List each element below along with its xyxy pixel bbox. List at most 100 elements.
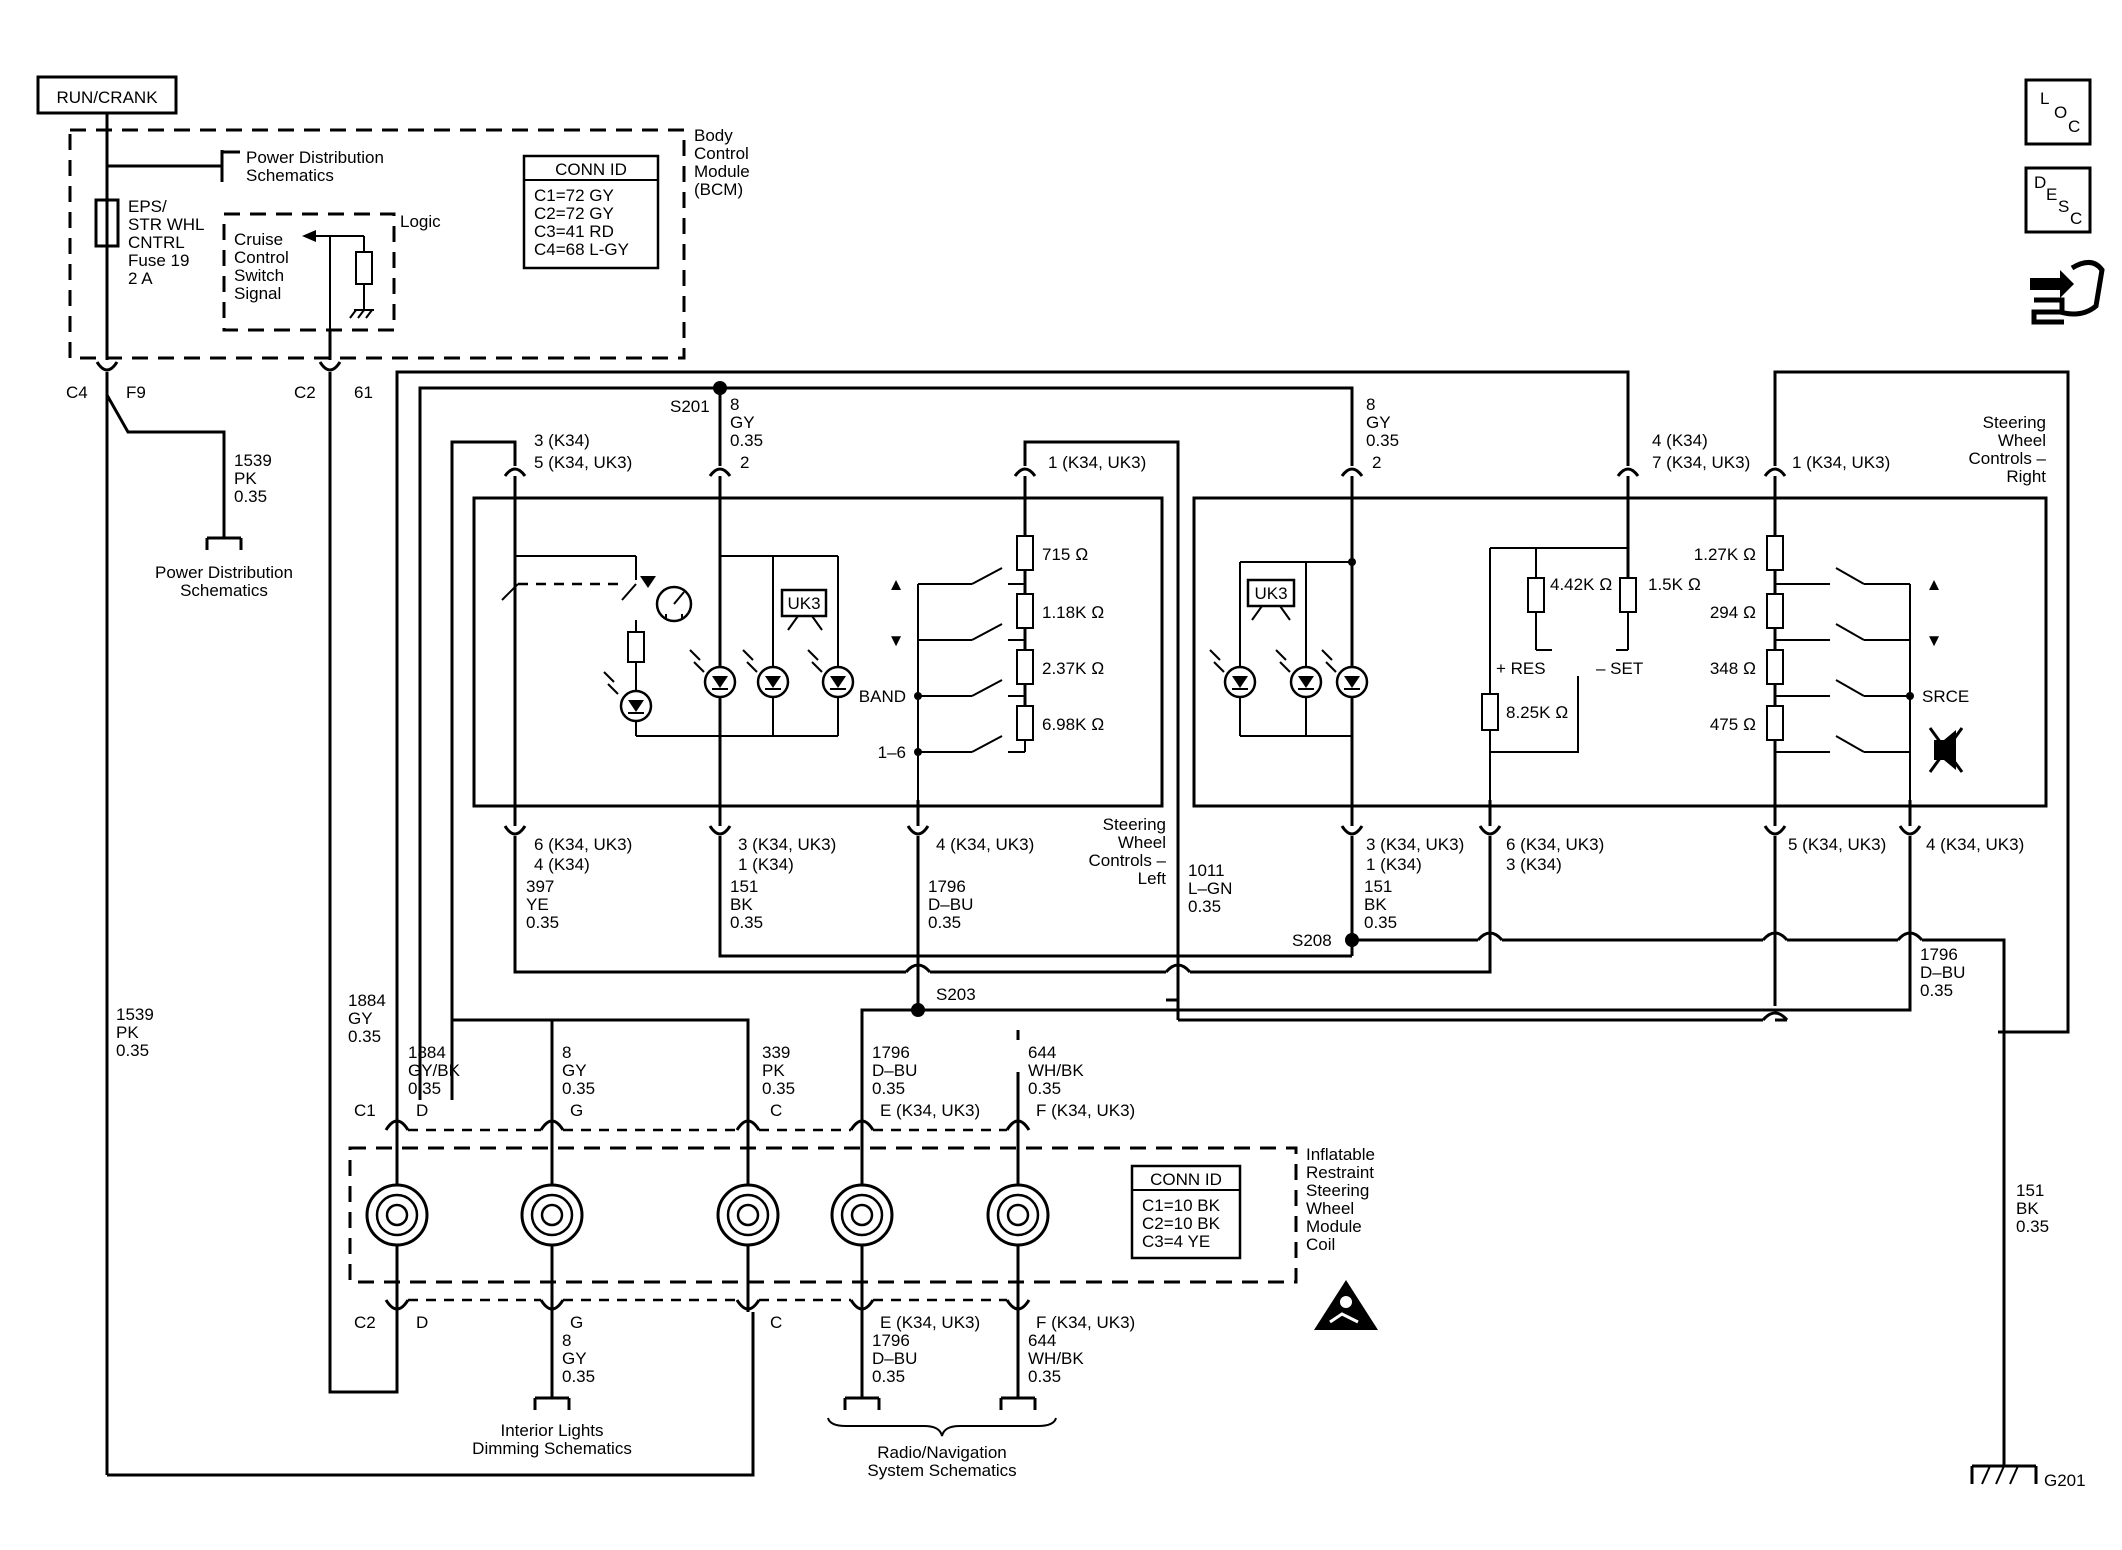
svg-text:▼: ▼ (888, 631, 905, 650)
inflatable-restraint-coil: Inflatable Restraint Steering Wheel Modu… (348, 1145, 1375, 1284)
svg-text:– SET: – SET (1596, 659, 1643, 678)
desc-icon[interactable]: D E S C (2024, 166, 2092, 234)
svg-text:O: O (2054, 103, 2067, 122)
svg-text:C1: C1 (354, 1101, 376, 1120)
svg-text:GY: GY (562, 1349, 587, 1368)
svg-text:D–BU: D–BU (872, 1061, 917, 1080)
svg-text:0.35: 0.35 (1188, 897, 1221, 916)
svg-text:RUN/CRANK: RUN/CRANK (56, 88, 158, 107)
svg-text:C1=10 BK: C1=10 BK (1142, 1196, 1221, 1215)
resistor-ladder-right: 1.27K Ω 294 Ω 348 Ω 475 Ω ▲ ▼ SRCE (1694, 520, 1969, 806)
svg-text:Coil: Coil (1306, 1235, 1335, 1254)
svg-text:2 A: 2 A (128, 269, 153, 288)
wire-1539-pk: 1539 PK 0.35 Power Distribution Schemati… (105, 372, 755, 1477)
svg-text:1539: 1539 (116, 1005, 154, 1024)
swc-left-bottom-pins: 6 (K34, UK3) 4 (K34) 3 (K34, UK3) 1 (K34… (503, 800, 1034, 932)
svg-text:E (K34, UK3): E (K34, UK3) (880, 1313, 980, 1332)
svg-text:Wheel: Wheel (1118, 833, 1166, 852)
svg-text:C2: C2 (294, 383, 316, 402)
svg-text:151: 151 (2016, 1181, 2044, 1200)
svg-text:0.35: 0.35 (526, 913, 559, 932)
svg-text:GY: GY (1366, 413, 1391, 432)
svg-text:F (K34, UK3): F (K34, UK3) (1036, 1101, 1135, 1120)
svg-text:2: 2 (740, 453, 749, 472)
esd-warning-icon (1314, 1280, 1378, 1330)
svg-text:Interior Lights: Interior Lights (501, 1421, 604, 1440)
svg-text:E: E (2046, 185, 2057, 204)
svg-text:Right: Right (2006, 467, 2046, 486)
svg-text:Power Distribution: Power Distribution (155, 563, 293, 582)
svg-text:0.35: 0.35 (234, 487, 267, 506)
splice-s208: S208 (1292, 931, 1332, 950)
svg-text:Wheel: Wheel (1306, 1199, 1354, 1218)
svg-text:E (K34, UK3): E (K34, UK3) (880, 1101, 980, 1120)
svg-text:1796: 1796 (1920, 945, 1958, 964)
svg-text:0.35: 0.35 (1366, 431, 1399, 450)
swc-right-bottom-pins: 3 (K34, UK3) 1 (K34) 6 (K34, UK3) 3 (K34… (1188, 800, 2024, 1000)
svg-text:1 (K34, UK3): 1 (K34, UK3) (1792, 453, 1890, 472)
svg-text:F9: F9 (126, 383, 146, 402)
body-control-module: Body Control Module (BCM) (68, 126, 750, 360)
swc-left-top-pin-a: 3 (K34) 5 (K34, UK3) (450, 431, 632, 1100)
loc-icon[interactable]: L O C (2024, 78, 2092, 146)
svg-text:5 (K34, UK3): 5 (K34, UK3) (534, 453, 632, 472)
splice-s203: S203 (936, 985, 976, 1004)
svg-text:Control: Control (234, 248, 289, 267)
interior-lights-dimming-ref[interactable]: Interior Lights Dimming Schematics (472, 1421, 632, 1458)
svg-text:Logic: Logic (400, 212, 441, 231)
svg-text:0.35: 0.35 (1364, 913, 1397, 932)
svg-text:3 (K34): 3 (K34) (1506, 855, 1562, 874)
svg-text:1884: 1884 (408, 1043, 446, 1062)
swc-right-top-pins: 8 GY 0.35 2 4 (K34) 7 (K34, UK3) 1 (K34,… (1340, 395, 1890, 810)
connector-end-view-icon[interactable] (2030, 260, 2105, 325)
radio-navigation-ref[interactable]: Radio/Navigation System Schematics (867, 1443, 1016, 1480)
svg-text:Module: Module (694, 162, 750, 181)
svg-text:Signal: Signal (234, 284, 281, 303)
svg-text:8: 8 (562, 1043, 571, 1062)
svg-text:PK: PK (116, 1023, 139, 1042)
power-distribution-ref-top[interactable]: Power Distribution Schematics (107, 148, 384, 185)
svg-text:BAND: BAND (859, 687, 906, 706)
svg-text:C4: C4 (66, 383, 88, 402)
svg-text:Control: Control (694, 144, 749, 163)
svg-text:0.35: 0.35 (872, 1079, 905, 1098)
svg-text:C4=68 L-GY: C4=68 L-GY (534, 240, 629, 259)
svg-text:UK3: UK3 (787, 594, 820, 613)
svg-text:6 (K34, UK3): 6 (K34, UK3) (534, 835, 632, 854)
svg-text:Fuse 19: Fuse 19 (128, 251, 189, 270)
svg-text:Body: Body (694, 126, 733, 145)
svg-text:Steering: Steering (1983, 413, 2046, 432)
svg-text:Left: Left (1138, 869, 1167, 888)
ground-g201: 151 BK 0.35 G201 (1970, 1181, 2086, 1490)
svg-text:Steering: Steering (1306, 1181, 1369, 1200)
svg-text:C2=10 BK: C2=10 BK (1142, 1214, 1221, 1233)
fuse-19: EPS/ STR WHL CNTRL Fuse 19 2 A (94, 197, 205, 288)
svg-text:Schematics: Schematics (246, 166, 334, 185)
resistor-ladder-left: 715 Ω 1.18K Ω 2.37K Ω 6.98K Ω ▲ ▼ BAND 1… (859, 476, 1104, 806)
svg-text:Dimming Schematics: Dimming Schematics (472, 1439, 632, 1458)
svg-text:CONN ID: CONN ID (555, 160, 627, 179)
svg-text:1.27K Ω: 1.27K Ω (1694, 545, 1756, 564)
svg-text:6 (K34, UK3): 6 (K34, UK3) (1506, 835, 1604, 854)
svg-text:2: 2 (1372, 453, 1381, 472)
bcm-connector-c4: C4 F9 (66, 361, 146, 402)
svg-text:1 (K34): 1 (K34) (738, 855, 794, 874)
bcm-conn-id-table: CONN ID C1=72 GY C2=72 GY C3=41 RD C4=68… (522, 154, 660, 270)
svg-text:3 (K34, UK3): 3 (K34, UK3) (738, 835, 836, 854)
svg-text:Controls –: Controls – (1969, 449, 2047, 468)
cruise-switch (501, 555, 693, 800)
svg-text:C2: C2 (354, 1313, 376, 1332)
svg-text:+ RES: + RES (1496, 659, 1546, 678)
svg-text:D–BU: D–BU (928, 895, 973, 914)
svg-text:Switch: Switch (234, 266, 284, 285)
svg-text:8: 8 (562, 1331, 571, 1350)
svg-text:0.35: 0.35 (116, 1041, 149, 1060)
svg-text:3 (K34, UK3): 3 (K34, UK3) (1366, 835, 1464, 854)
svg-text:D: D (416, 1101, 428, 1120)
svg-text:0.35: 0.35 (762, 1079, 795, 1098)
svg-text:0.35: 0.35 (408, 1079, 441, 1098)
svg-text:0.35: 0.35 (1028, 1079, 1061, 1098)
svg-text:1884: 1884 (348, 991, 386, 1010)
run-crank-label: RUN/CRANK (36, 75, 178, 115)
svg-text:C1=72 GY: C1=72 GY (534, 186, 614, 205)
